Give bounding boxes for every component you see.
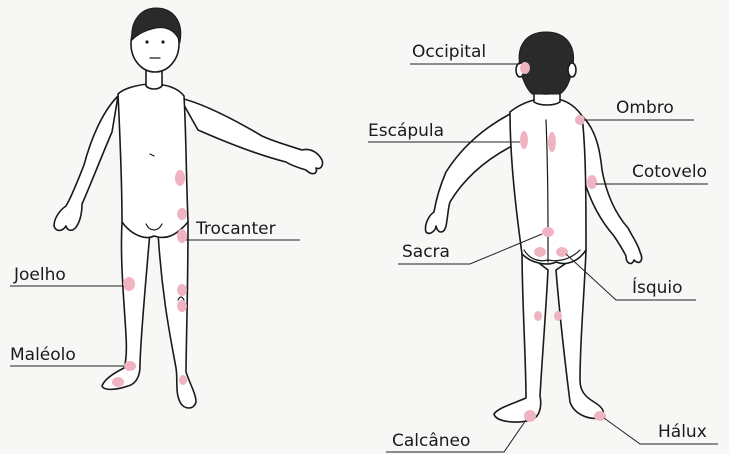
front-hanging-arm [54, 96, 118, 231]
front-right-leg [158, 222, 196, 408]
spot-escapula-right [548, 132, 556, 152]
spot-front-knee-side [177, 300, 187, 312]
front-extended-arm [180, 98, 323, 174]
spot-isquio-left [534, 247, 546, 257]
label-calcaneo: Calcâneo [392, 431, 470, 451]
spot-front-ankle [179, 375, 187, 385]
front-eye-right [161, 40, 164, 43]
spot-escapula-left [520, 131, 528, 149]
back-figure [425, 32, 641, 422]
label-trocanter: Trocanter [195, 219, 276, 239]
spot-sacra [542, 227, 554, 237]
label-ombro: Ombro [616, 98, 674, 118]
spot-ombro [575, 115, 585, 125]
front-eye-left [145, 40, 148, 43]
label-halux: Hálux [658, 422, 707, 442]
spot-back-thigh-right [554, 311, 562, 321]
back-left-leg [494, 250, 548, 422]
spot-front-hip [175, 170, 185, 186]
leader-lines [10, 64, 718, 452]
spot-front-thigh [177, 284, 187, 296]
label-occipital: Occipital [412, 42, 486, 62]
label-isquio: Ísquio [632, 276, 683, 298]
spot-trocanter-upper [177, 208, 187, 220]
spot-joelho [123, 277, 135, 291]
spot-maleolo [124, 361, 136, 371]
label-maleolo: Maléolo [10, 345, 76, 365]
back-ear-right [568, 63, 576, 77]
label-joelho: Joelho [13, 265, 66, 285]
label-cotovelo: Cotovelo [632, 162, 707, 182]
spot-back-thigh-left [534, 311, 542, 321]
label-escapula: Escápula [368, 121, 444, 141]
spot-trocanter-lower [177, 229, 187, 243]
spot-halux [594, 411, 606, 421]
back-right-arm [580, 114, 642, 263]
spot-cotovelo [587, 175, 597, 189]
spot-occipital [520, 62, 530, 74]
front-figure [54, 8, 323, 408]
spot-isquio-right [556, 247, 568, 257]
back-right-leg [556, 250, 603, 418]
spot-front-foot [112, 377, 124, 387]
label-sacra: Sacra [402, 242, 450, 262]
